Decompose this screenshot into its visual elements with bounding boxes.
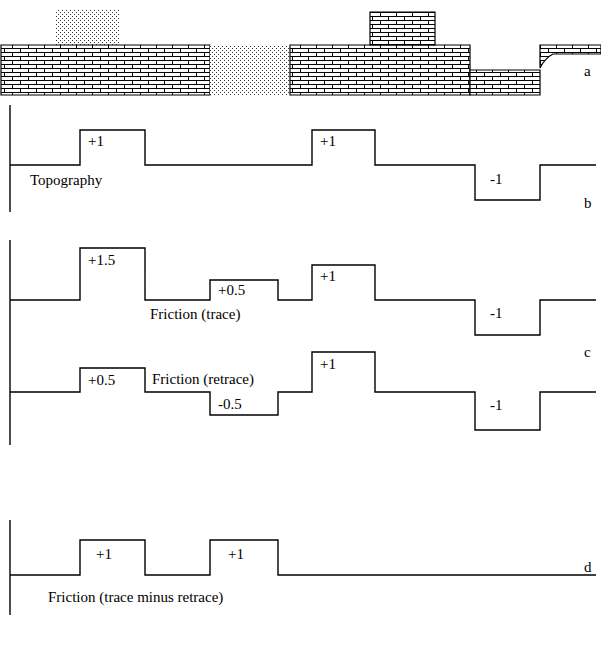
step-value: -1: [490, 306, 503, 321]
step-value: +1: [320, 357, 336, 372]
trace-title: Friction (trace minus retrace): [48, 590, 223, 605]
step-value: +0.5: [218, 283, 245, 298]
axis-line: [9, 520, 10, 615]
step-value: +1: [96, 547, 112, 562]
dotted-inlay: [210, 45, 290, 95]
trace-title: Friction (retrace): [152, 372, 254, 387]
step-value: -1: [490, 172, 503, 187]
step-value: +1.5: [88, 253, 115, 268]
step-value: +1: [320, 134, 336, 149]
trace-title: Friction (trace): [150, 307, 240, 322]
signal-traces: [10, 105, 596, 615]
step-value: -0.5: [218, 397, 242, 412]
step-value: +0.5: [88, 373, 115, 388]
topography-trace: [10, 130, 596, 200]
brick-slab: [290, 45, 470, 95]
panel-letter: a: [584, 64, 591, 79]
step-value: +1: [88, 134, 104, 149]
axis-line: [9, 240, 10, 445]
friction-trace: [10, 248, 596, 335]
panel-letter: b: [584, 196, 592, 211]
panel-letter: c: [584, 345, 591, 360]
brick-floor: [470, 70, 540, 95]
trace-title: Topography: [30, 173, 102, 188]
brick-ledge: [540, 45, 601, 68]
sample-surface: [1, 10, 601, 95]
step-value: -1: [490, 398, 503, 413]
panel-letter: d: [584, 560, 592, 575]
brick-step: [370, 12, 435, 45]
friction-retrace: [10, 352, 596, 430]
axis-line: [9, 105, 10, 212]
step-value: +1: [320, 269, 336, 284]
brick-slab: [1, 45, 210, 95]
step-value: +1: [228, 547, 244, 562]
friction-difference: [10, 540, 596, 575]
dotted-patch: [55, 10, 120, 45]
